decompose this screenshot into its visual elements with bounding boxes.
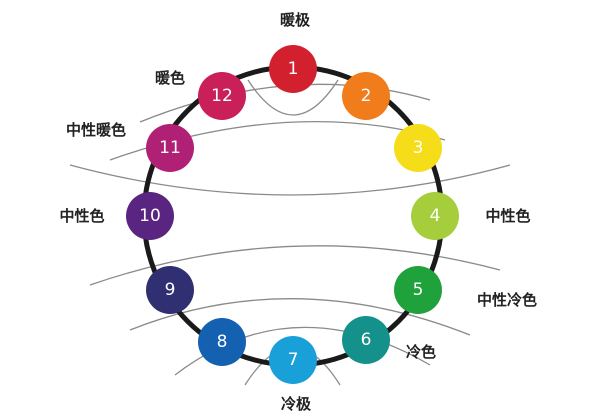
color-node-8-label: 8: [217, 332, 228, 352]
color-node-6: 6: [342, 316, 390, 364]
middle-curve-upper: [69, 164, 511, 196]
color-node-10: 10: [126, 192, 174, 240]
neutral-cool-label: 中性冷色: [477, 291, 537, 309]
color-node-4-label: 4: [430, 206, 441, 226]
neutral-right-label: 中性色: [485, 207, 530, 225]
warm-pole-label: 暖极: [280, 11, 311, 29]
color-node-9-label: 9: [165, 280, 176, 300]
color-node-11-circle: [146, 124, 194, 172]
color-node-7-label: 7: [288, 350, 299, 370]
color-node-1: 1: [269, 45, 317, 93]
color-node-12-label: 12: [211, 86, 233, 106]
color-node-1-circle: [269, 45, 317, 93]
color-node-6-label: 6: [361, 330, 372, 350]
top-pole-curve: [247, 79, 339, 116]
color-node-10-label: 10: [139, 206, 161, 226]
neutral-warm-label: 中性暖色: [66, 121, 126, 139]
color-node-2-circle: [342, 72, 390, 120]
color-node-11: 11: [146, 124, 194, 172]
color-node-3-circle: [394, 124, 442, 172]
color-node-7-circle: [269, 336, 317, 384]
color-node-4-circle: [411, 192, 459, 240]
lower-curve-1: [129, 298, 471, 336]
color-nodes: 1 2 3 4 5 6 7: [126, 45, 459, 384]
middle-curve-lower: [89, 245, 501, 286]
color-node-5-circle: [394, 266, 442, 314]
color-node-9: 9: [146, 266, 194, 314]
wheel-ring: [141, 64, 445, 368]
color-node-5: 5: [394, 266, 442, 314]
color-node-2-label: 2: [361, 86, 372, 106]
color-node-3-label: 3: [413, 138, 424, 158]
neutral-left-label: 中性色: [59, 207, 104, 225]
cool-color-label: 冷色: [406, 343, 436, 361]
warm-color-label: 暖色: [155, 69, 185, 87]
color-node-2: 2: [342, 72, 390, 120]
color-node-4: 4: [411, 192, 459, 240]
color-node-8: 8: [198, 318, 246, 366]
color-node-5-label: 5: [413, 280, 424, 300]
color-node-6-circle: [342, 316, 390, 364]
color-node-11-label: 11: [159, 138, 181, 158]
color-node-12: 12: [198, 72, 246, 120]
color-node-12-circle: [198, 72, 246, 120]
color-node-8-circle: [198, 318, 246, 366]
color-node-9-circle: [146, 266, 194, 314]
color-node-7: 7: [269, 336, 317, 384]
zone-labels: 暖极 暖色 中性暖色 中性色 中性色 中性冷色 冷色 冷极: [59, 11, 537, 413]
color-node-10-circle: [126, 192, 174, 240]
cool-pole-label: 冷极: [281, 395, 312, 413]
color-node-3: 3: [394, 124, 442, 172]
color-node-1-label: 1: [288, 59, 299, 79]
